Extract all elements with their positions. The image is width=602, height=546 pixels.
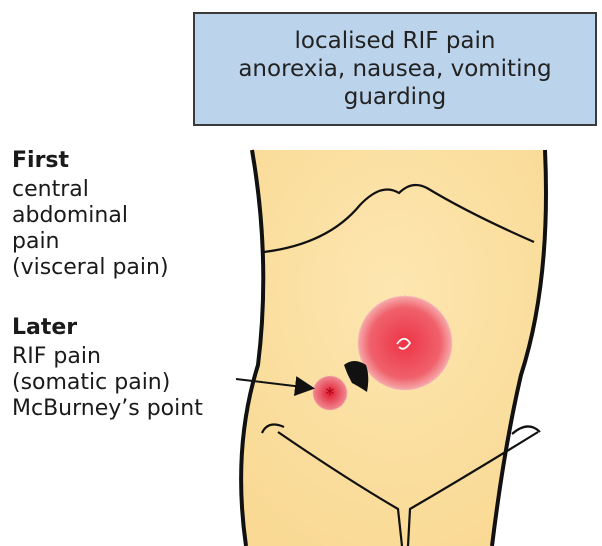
first-line-2: abdominal <box>12 203 169 229</box>
signs-line-1: localised RIF pain <box>295 27 496 55</box>
first-line-3: pain <box>12 229 169 255</box>
first-heading: First <box>12 148 169 174</box>
first-stage-label: First central abdominal pain (visceral p… <box>12 148 169 281</box>
later-line-2: (somatic pain) <box>12 370 203 396</box>
signs-line-3: guarding <box>344 83 447 111</box>
later-line-1: RIF pain <box>12 344 203 370</box>
late-signs-box: localised RIF pain anorexia, nausea, vom… <box>193 12 597 126</box>
first-line-1: central <box>12 177 169 203</box>
later-stage-label: Later RIF pain (somatic pain) McBurney’s… <box>12 315 203 422</box>
mcburney-point-marker: * <box>326 384 335 405</box>
signs-line-2: anorexia, nausea, vomiting <box>238 55 551 83</box>
later-line-3: McBurney’s point <box>12 396 203 422</box>
first-line-4: (visceral pain) <box>12 255 169 281</box>
later-heading: Later <box>12 315 203 341</box>
